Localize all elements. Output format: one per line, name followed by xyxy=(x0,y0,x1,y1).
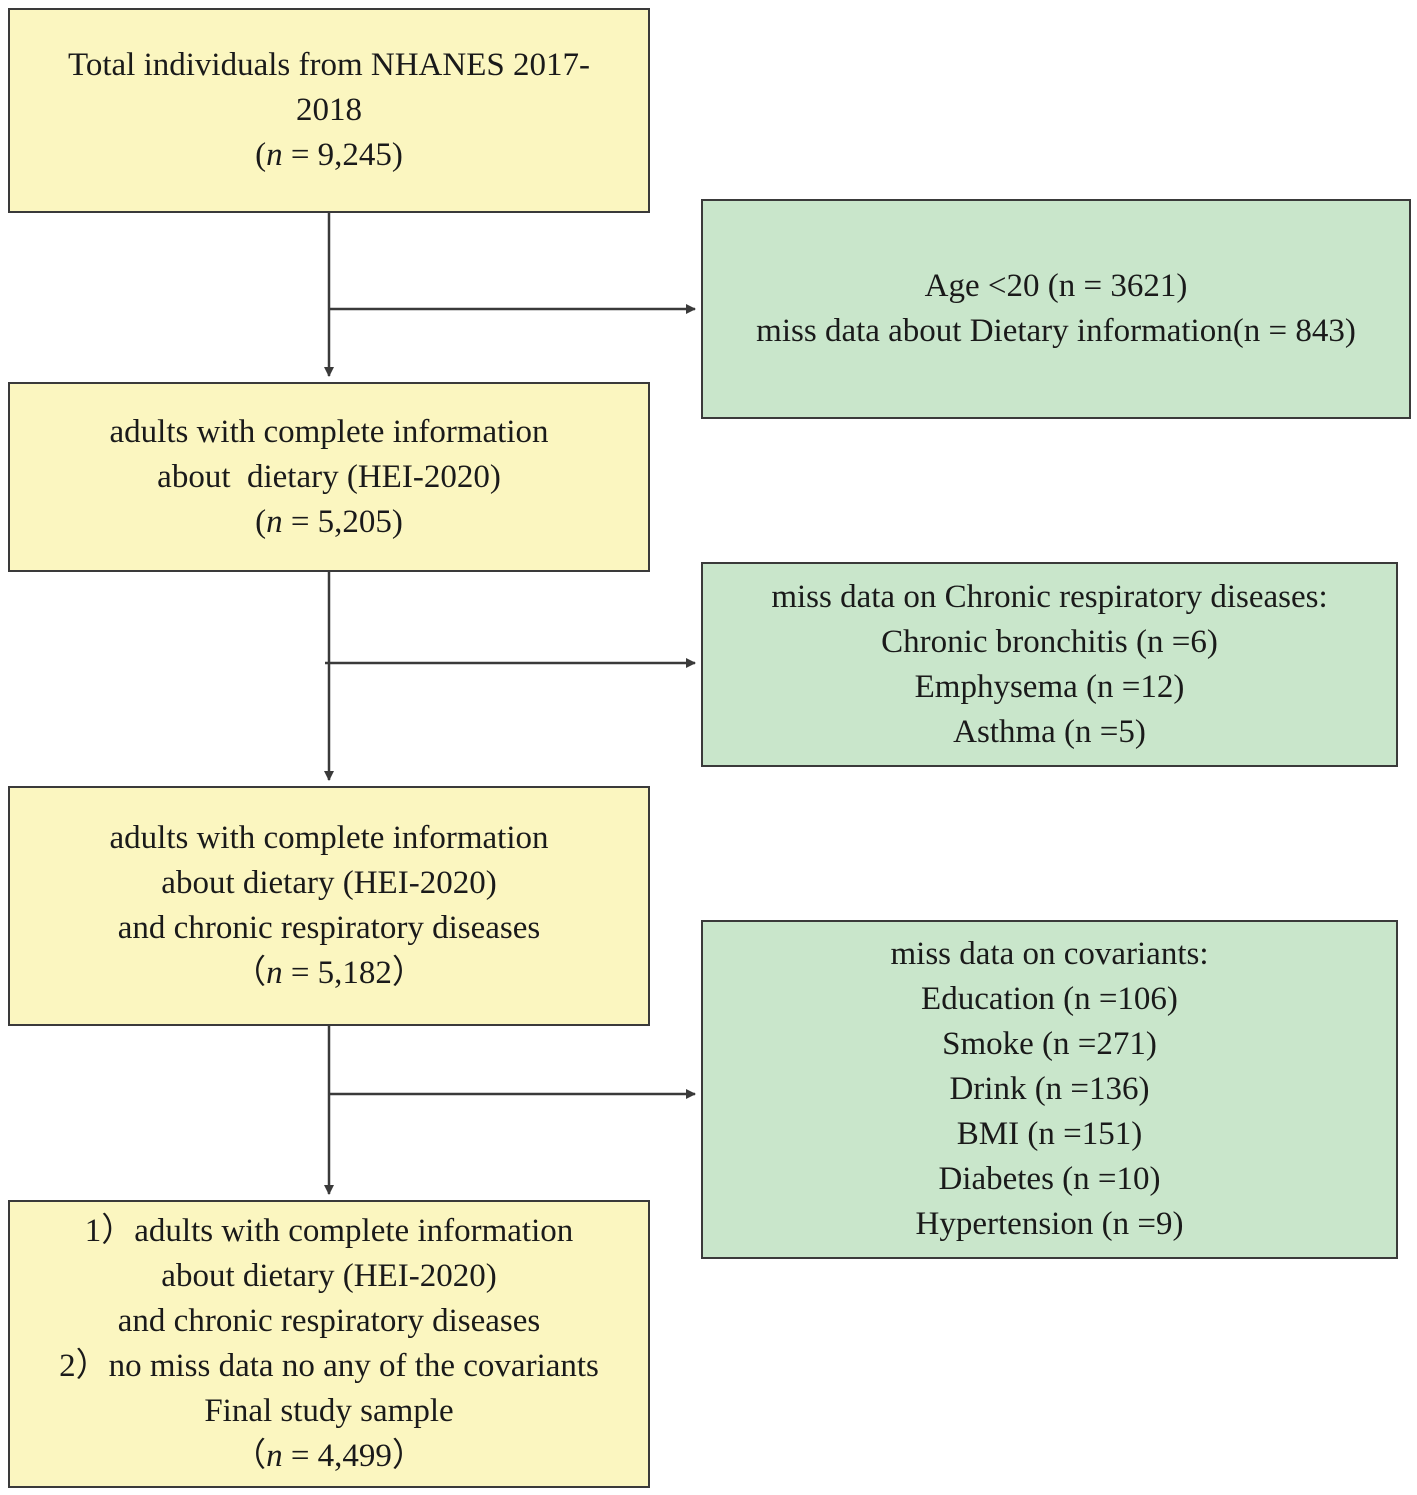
step-dietary-respiratory-complete-box: adults with complete information about d… xyxy=(8,786,650,1026)
step-final-study-sample-box: 1）adults with complete information about… xyxy=(8,1200,650,1488)
step1-line2: 2018 xyxy=(296,92,362,128)
step2-line1: adults with complete information xyxy=(109,413,549,450)
exclusion2-item: Chronic bronchitis (n =6) xyxy=(881,623,1218,660)
step3-sample-size: （n = 5,182） xyxy=(233,955,425,991)
step2-line2: about dietary (HEI-2020) xyxy=(157,458,501,495)
exclusion-respiratory-box: miss data on Chronic respiratory disease… xyxy=(701,562,1398,767)
step3-line1: adults with complete information xyxy=(109,820,549,856)
exclusion2-item: Emphysema (n =12) xyxy=(914,668,1185,705)
exclusion3-item: Education (n =106) xyxy=(921,981,1178,1017)
step1-sample-size: (n = 9,245) xyxy=(255,137,403,173)
exclusion3-item: BMI (n =151) xyxy=(956,1116,1143,1152)
step4-line3: and chronic respiratory diseases xyxy=(117,1303,541,1339)
exclusion-age-dietary-box: Age <20 (n = 3621) miss data about Dieta… xyxy=(701,199,1411,419)
step4-line1: 1）adults with complete information xyxy=(84,1213,574,1249)
step4-line5: Final study sample xyxy=(204,1393,454,1429)
step-dietary-complete-box: adults with complete information about d… xyxy=(8,382,650,572)
step2-sample-size: (n = 5,205) xyxy=(255,503,403,540)
step4-line2: about dietary (HEI-2020) xyxy=(161,1258,497,1294)
exclusion3-item: Smoke (n =271) xyxy=(942,1026,1157,1062)
step3-line3: and chronic respiratory diseases xyxy=(117,910,541,946)
exclusion2-item: Asthma (n =5) xyxy=(953,713,1146,750)
exclusion3-item: Diabetes (n =10) xyxy=(938,1161,1161,1197)
step4-line4: 2）no miss data no any of the covariants xyxy=(59,1348,599,1384)
exclusion3-heading: miss data on covariants: xyxy=(890,936,1209,972)
exclusion1-line1: Age <20 (n = 3621) xyxy=(924,268,1188,304)
exclusion1-line2: miss data about Dietary information(n = … xyxy=(756,313,1356,349)
exclusion3-item: Hypertension (n =9) xyxy=(915,1206,1184,1242)
exclusion-covariants-box: miss data on covariants: Education (n =1… xyxy=(701,920,1398,1259)
step3-line2: about dietary (HEI-2020) xyxy=(161,865,497,901)
step1-line1: Total individuals from NHANES 2017- xyxy=(68,47,590,83)
exclusion3-item: Drink (n =136) xyxy=(949,1071,1150,1107)
step4-sample-size: （n = 4,499） xyxy=(233,1438,425,1474)
exclusion2-heading: miss data on Chronic respiratory disease… xyxy=(771,578,1328,615)
step-total-individuals-box: Total individuals from NHANES 2017- 2018… xyxy=(8,8,650,213)
